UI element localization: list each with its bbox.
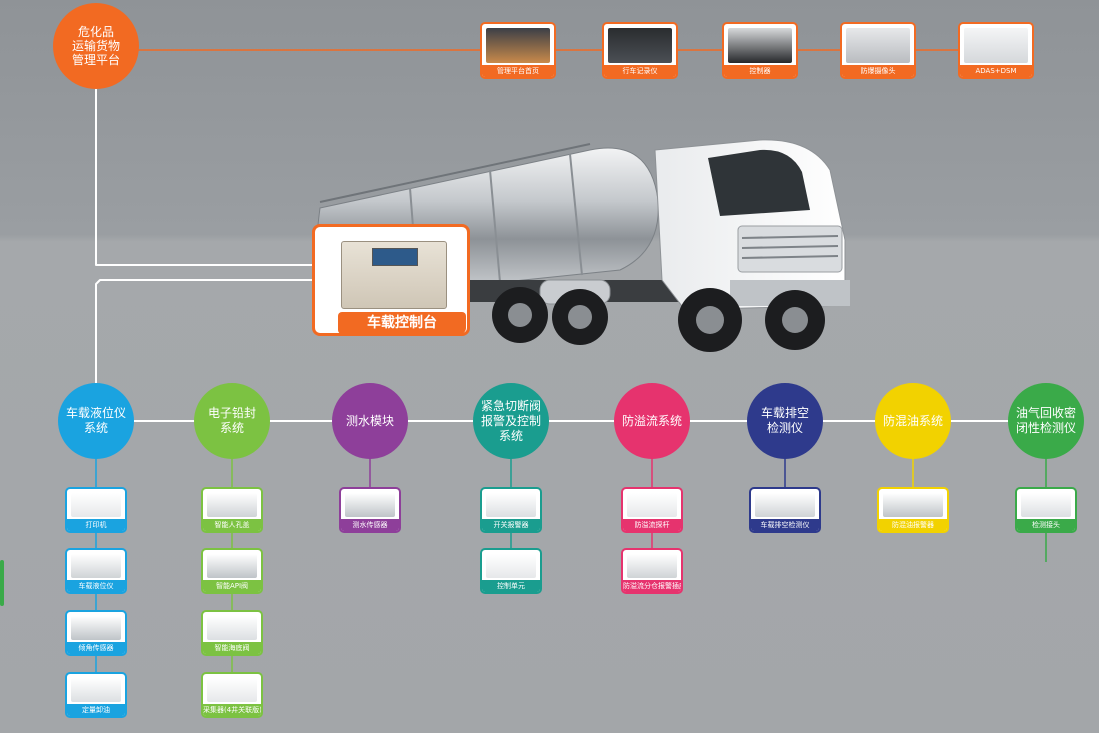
device-label: 管理平台首页 [482, 65, 554, 77]
device-label: 智能人孔盖 [203, 519, 261, 531]
device-thumbnail[interactable]: 显示仪 [0, 560, 4, 606]
test-connector-icon [1021, 493, 1071, 517]
device-label: ADAS+DSM [960, 65, 1032, 77]
dashcam-icon [608, 28, 672, 63]
device-thumbnail[interactable]: 防溢流分仓报警插座 [621, 548, 683, 594]
device-label: 开关报警器 [482, 519, 540, 531]
device-label: 防溢流分仓报警插座 [623, 580, 681, 592]
platform-node-label: 危化品 运输货物 管理平台 [71, 25, 120, 67]
device-thumbnail[interactable]: 定量卸油 [65, 672, 127, 718]
device-label: 控制器 [724, 65, 796, 77]
system-node-7[interactable]: 防混油系统 [875, 383, 951, 459]
water-sensor-icon [345, 493, 395, 517]
system-node-7-label: 防混油系统 [882, 413, 943, 428]
device-label: 行车记录仪 [604, 65, 676, 77]
overflow-probe-icon [627, 493, 677, 517]
adas-dsm-icon [964, 28, 1028, 63]
system-node-8-label: 油气回收密 闭性检测仪 [1015, 406, 1076, 435]
device-thumbnail[interactable]: 控制单元 [480, 548, 542, 594]
collector-icon [207, 678, 257, 702]
system-node-5[interactable]: 防溢流系统 [614, 383, 690, 459]
connector-line [95, 279, 316, 400]
device-label: 定量卸油 [67, 704, 125, 716]
system-node-2[interactable]: 电子铅封 系统 [194, 383, 270, 459]
device-thumbnail[interactable]: 开关报警器 [480, 487, 542, 533]
device-label: 车载排空检测仪 [751, 519, 819, 531]
system-node-1[interactable]: 车载液位仪 系统 [58, 383, 134, 459]
device-label: 防混油报警器 [879, 519, 947, 531]
system-node-3-label: 测水模块 [345, 413, 394, 428]
subsea-valve-icon [207, 616, 257, 640]
device-label: 控制单元 [482, 580, 540, 592]
switch-alarm-icon [486, 493, 536, 517]
quantitative-unloading-icon [71, 678, 121, 702]
device-thumbnail[interactable]: 智能人孔盖 [201, 487, 263, 533]
manhole-cover-icon [207, 493, 257, 517]
device-thumbnail[interactable]: 车载排空检测仪 [749, 487, 821, 533]
device-thumbnail[interactable]: 行车记录仪 [602, 22, 678, 79]
device-label: 倾角传感器 [67, 642, 125, 654]
device-label: 智能API阀 [203, 580, 261, 592]
connector-line [95, 80, 316, 266]
device-label: 测水传感器 [341, 519, 399, 531]
device-thumbnail[interactable]: 车载液位仪 [65, 548, 127, 594]
system-node-8[interactable]: 油气回收密 闭性检测仪 [1008, 383, 1084, 459]
system-node-1-label: 车载液位仪 系统 [65, 406, 126, 435]
system-node-4-label: 紧急切断阀 报警及控制 系统 [480, 398, 541, 443]
device-thumbnail[interactable]: 防溢流探杆 [621, 487, 683, 533]
device-thumbnail[interactable]: 智能API阀 [201, 548, 263, 594]
system-node-4[interactable]: 紧急切断阀 报警及控制 系统 [473, 383, 549, 459]
overflow-alarm-socket-icon [627, 554, 677, 578]
tilt-sensor-icon [71, 616, 121, 640]
level-gauge-icon [71, 554, 121, 578]
system-node-3[interactable]: 测水模块 [332, 383, 408, 459]
system-node-6-label: 车载排空 检测仪 [760, 406, 809, 435]
device-label: 防爆摄像头 [842, 65, 914, 77]
api-valve-icon [207, 554, 257, 578]
onboard-console-label: 车载控制台 [338, 312, 466, 334]
device-label: 智能海底阀 [203, 642, 261, 654]
device-thumbnail[interactable]: 防爆摄像头 [840, 22, 916, 79]
device-label: 车载液位仪 [67, 580, 125, 592]
system-node-5-label: 防溢流系统 [621, 413, 682, 428]
printer-icon [71, 493, 121, 517]
device-label: 防溢流探杆 [623, 519, 681, 531]
device-thumbnail[interactable]: 管理平台首页 [480, 22, 556, 79]
device-thumbnail[interactable]: 控制器 [722, 22, 798, 79]
dashboard-screen-icon [486, 28, 550, 63]
onboard-console-icon [341, 241, 447, 309]
explosion-proof-camera-icon [846, 28, 910, 63]
device-thumbnail[interactable]: 采集器(4井关联版) (防爆型) [201, 672, 263, 718]
device-label: 检测接头 [1017, 519, 1075, 531]
device-thumbnail[interactable]: 倾角传感器 [65, 610, 127, 656]
system-node-6[interactable]: 车载排空 检测仪 [747, 383, 823, 459]
device-label: 打印机 [67, 519, 125, 531]
device-label: 采集器(4井关联版) (防爆型) [203, 704, 261, 716]
device-thumbnail[interactable]: 测水传感器 [339, 487, 401, 533]
controller-box-icon [728, 28, 792, 63]
empty-detector-icon [755, 493, 815, 517]
mixing-alarm-icon [883, 493, 943, 517]
device-thumbnail[interactable]: 打印机 [65, 487, 127, 533]
device-thumbnail[interactable]: 智能海底阀 [201, 610, 263, 656]
device-thumbnail[interactable]: 防混油报警器 [877, 487, 949, 533]
system-node-2-label: 电子铅封 系统 [207, 406, 256, 435]
device-thumbnail[interactable]: 检测接头 [1015, 487, 1077, 533]
platform-node[interactable]: 危化品 运输货物 管理平台 [53, 3, 139, 89]
control-unit-icon [486, 554, 536, 578]
device-thumbnail[interactable]: ADAS+DSM [958, 22, 1034, 79]
